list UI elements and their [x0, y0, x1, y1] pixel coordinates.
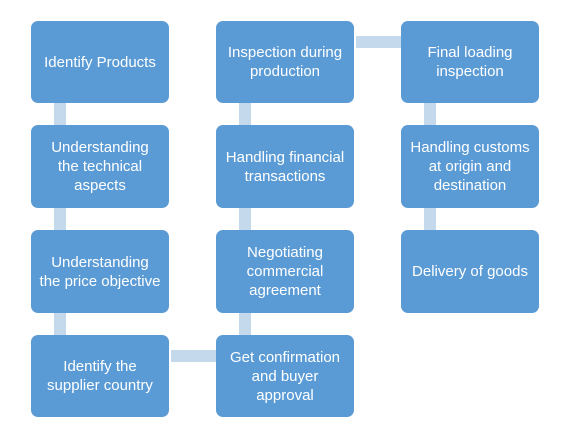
step-label: Understanding the technical aspects	[51, 139, 149, 194]
connector	[171, 350, 216, 362]
step-identify-products: Identify Products	[31, 21, 169, 103]
connector	[239, 103, 251, 125]
step-understanding-technical-aspects: Understanding the technical aspects	[31, 125, 169, 208]
step-understanding-price-objective: Understanding the price objective	[31, 230, 169, 313]
step-label: Handling financial transactions	[225, 148, 345, 185]
step-label: Understanding the price objective	[39, 253, 161, 290]
step-get-confirmation-buyer-approval: Get confirmation and buyer approval	[216, 335, 354, 417]
step-label: Negotiating commercial agreement	[246, 244, 324, 299]
step-negotiating-commercial-agreement: Negotiating commercial agreement	[216, 230, 354, 313]
step-inspection-during-production: Inspection during production	[216, 21, 354, 103]
connector	[54, 313, 66, 335]
step-label: Handling customs at origin and destinati…	[410, 139, 530, 194]
step-label: Identify Products	[44, 53, 156, 71]
connector	[356, 36, 401, 48]
connector	[54, 208, 66, 230]
step-label: Delivery of goods	[412, 263, 528, 280]
connector	[239, 313, 251, 335]
connector	[424, 208, 436, 230]
step-label: Identify the supplier country	[47, 358, 153, 394]
step-label: Get confirmation and buyer approval	[229, 348, 341, 404]
step-label: Inspection during production	[227, 44, 343, 80]
connector	[239, 208, 251, 230]
step-handling-customs: Handling customs at origin and destinati…	[401, 125, 539, 208]
connector	[54, 103, 66, 125]
step-label: Final loading inspection	[427, 44, 513, 80]
step-final-loading-inspection: Final loading inspection	[401, 21, 539, 103]
step-handling-financial-transactions: Handling financial transactions	[216, 125, 354, 208]
connector	[424, 103, 436, 125]
step-delivery-of-goods: Delivery of goods	[401, 230, 539, 313]
step-identify-supplier-country: Identify the supplier country	[31, 335, 169, 417]
